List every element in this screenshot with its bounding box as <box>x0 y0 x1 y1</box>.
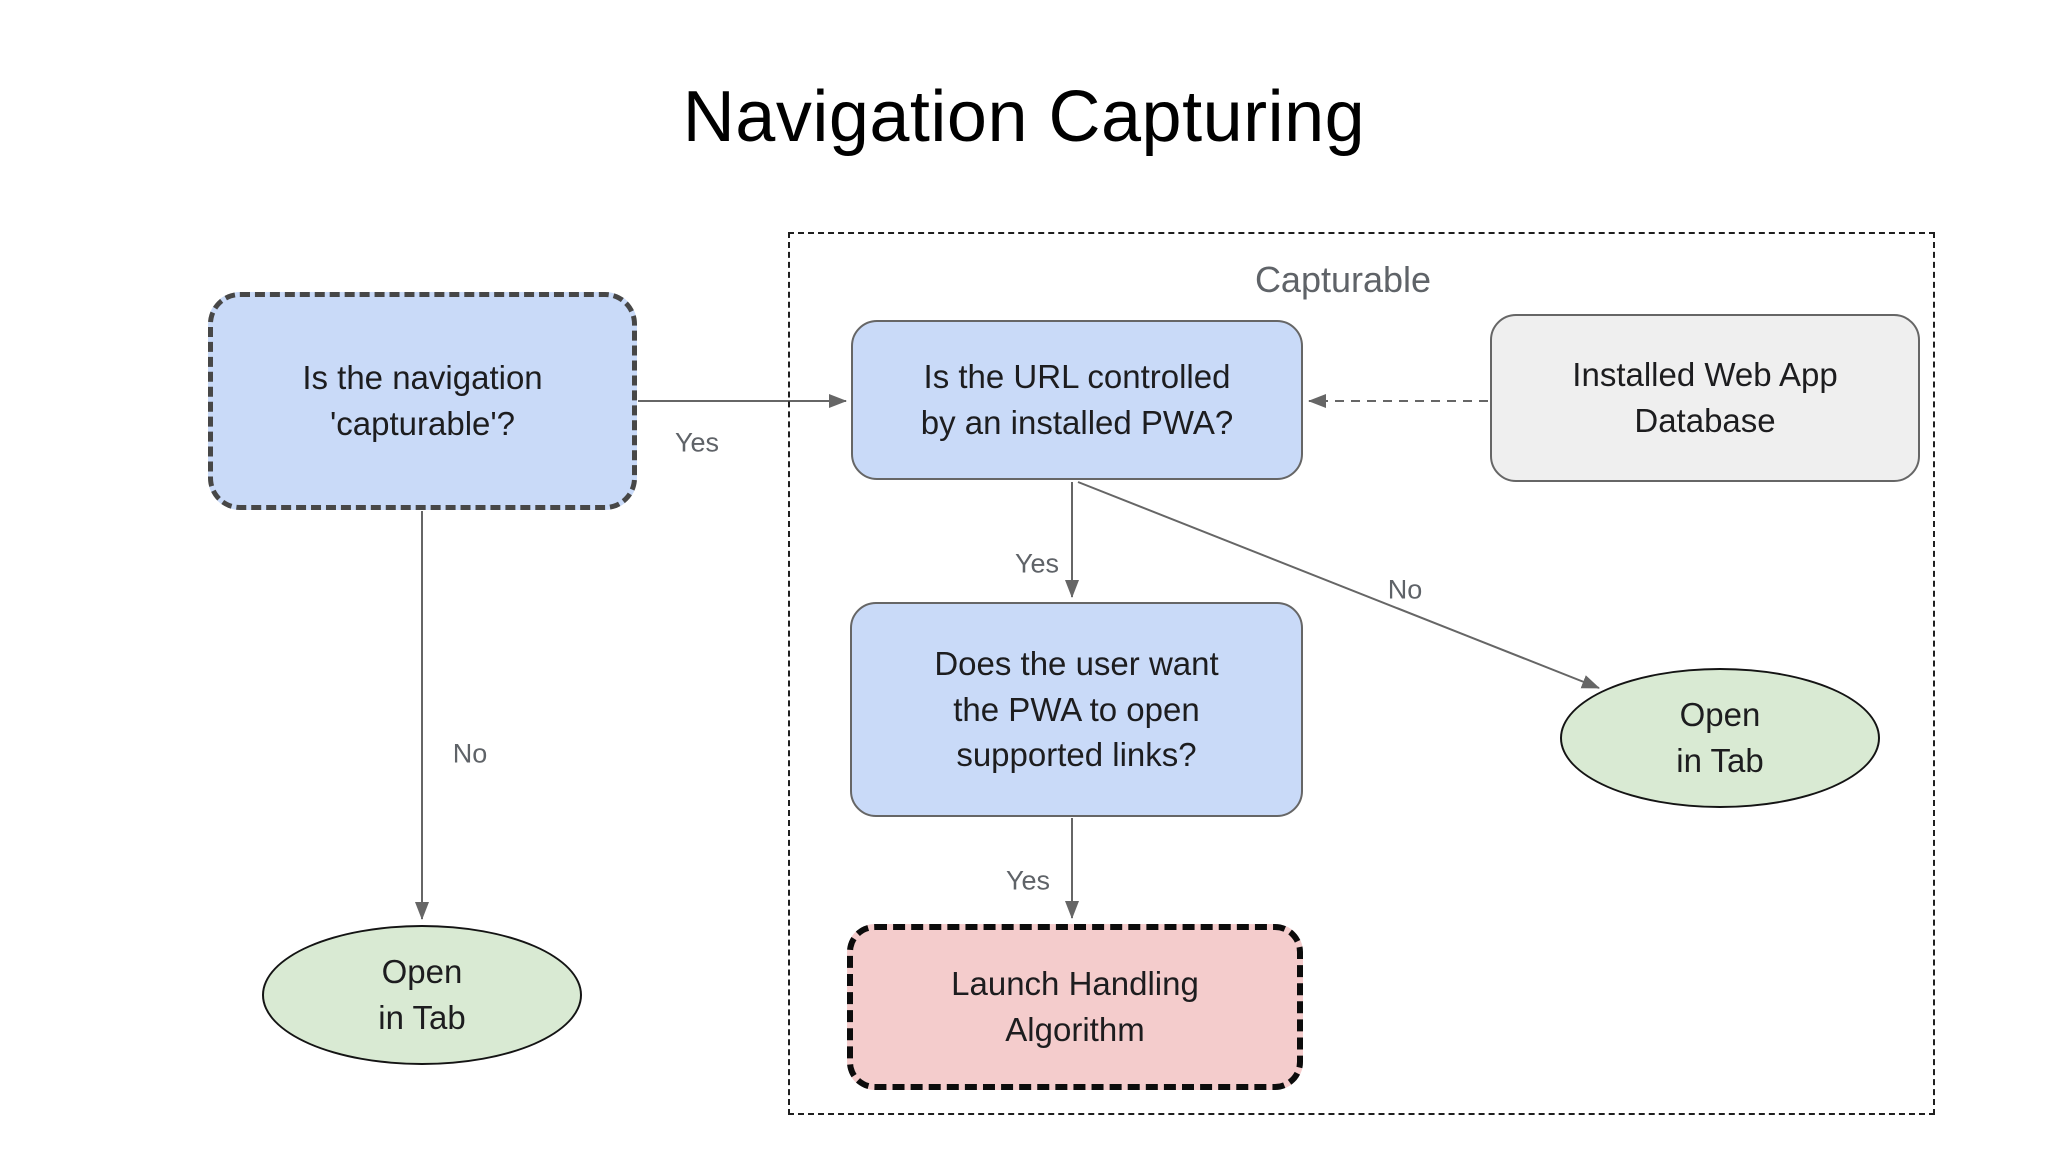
edge-label-capturable-no: No <box>452 738 488 769</box>
node-launch-handling-algorithm-label: Launch Handling Algorithm <box>951 965 1199 1048</box>
node-does-user-want-links: Does the user want the PWA to open suppo… <box>850 602 1303 817</box>
node-is-url-controlled: Is the URL controlled by an installed PW… <box>851 320 1303 480</box>
node-installed-web-app-database-label: Installed Web App Database <box>1572 356 1838 439</box>
node-is-url-controlled-label: Is the URL controlled by an installed PW… <box>920 358 1234 441</box>
node-is-navigation-capturable: Is the navigation 'capturable'? <box>208 292 637 510</box>
edge-label-url-yes: Yes <box>1014 548 1060 579</box>
node-does-user-want-links-label: Does the user want the PWA to open suppo… <box>934 645 1219 774</box>
edge-label-capturable-yes: Yes <box>674 427 720 458</box>
node-installed-web-app-database: Installed Web App Database <box>1490 314 1920 482</box>
edge-label-user-yes: Yes <box>1005 865 1051 896</box>
node-open-in-tab-right: Open in Tab <box>1560 668 1880 808</box>
node-open-in-tab-left: Open in Tab <box>262 925 582 1065</box>
node-launch-handling-algorithm: Launch Handling Algorithm <box>847 924 1303 1090</box>
capturable-group-label: Capturable <box>1254 259 1432 300</box>
edge-label-url-no: No <box>1387 574 1423 605</box>
diagram-title: Navigation Capturing <box>682 77 1366 157</box>
capturable-group-box <box>788 232 1935 1115</box>
node-is-navigation-capturable-label: Is the navigation 'capturable'? <box>302 359 543 442</box>
node-open-in-tab-left-label: Open in Tab <box>378 953 466 1036</box>
node-open-in-tab-right-label: Open in Tab <box>1676 696 1764 779</box>
